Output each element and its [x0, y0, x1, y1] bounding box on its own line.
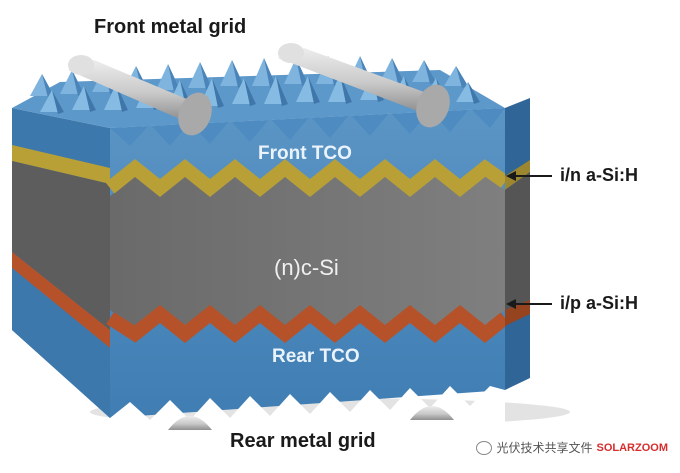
right-side-face	[505, 98, 530, 390]
n-asi-layer	[105, 159, 510, 197]
silicon-label: (n)c-Si	[274, 255, 339, 280]
front-metal-finger-left	[68, 55, 212, 136]
rear-metal-grid-label: Rear metal grid	[230, 430, 376, 452]
rear-metal-grid	[168, 406, 454, 430]
watermark-brand: SOLARZOOM	[596, 441, 669, 454]
silicon-wafer	[110, 176, 505, 326]
label-arrows	[506, 171, 552, 309]
watermark: 光伏技术共享文件 SOLARZOOM	[476, 439, 668, 456]
front-metal-grid-label: Front metal grid	[94, 16, 247, 38]
ip-asi-label: i/p a-Si:H	[560, 293, 639, 313]
left-side-face	[12, 108, 110, 418]
wechat-icon	[476, 440, 493, 455]
watermark-text: 光伏技术共享文件	[496, 441, 593, 455]
front-tco-label: Front TCO	[258, 143, 352, 164]
front-face	[105, 108, 510, 430]
p-asi-layer	[106, 305, 510, 343]
rear-tco-label: Rear TCO	[272, 346, 360, 367]
in-asi-label: i/n a-Si:H	[560, 165, 639, 185]
front-metal-finger-right	[278, 43, 450, 128]
